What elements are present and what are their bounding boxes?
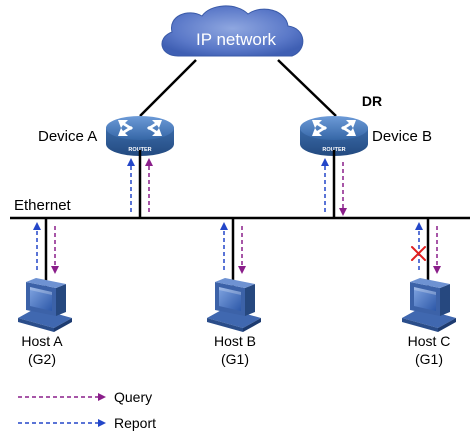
- cloud-label: IP network: [196, 30, 277, 49]
- host-c-computer: [402, 278, 456, 332]
- host-b-name: Host B: [214, 333, 256, 349]
- host-b-group: (G1): [221, 351, 249, 367]
- device-a-label: Device A: [38, 128, 97, 145]
- host-a-name: Host A: [21, 333, 63, 349]
- device-b-role-label: DR: [362, 93, 382, 109]
- x-mark-icon: [411, 246, 426, 261]
- host-a-computer: [18, 278, 72, 332]
- link-cloud-device-b: [277, 59, 337, 117]
- desktop-computer-icon: [402, 278, 456, 332]
- ip-network-cloud: IP network: [161, 5, 304, 57]
- desktop-computer-icon: [207, 278, 261, 332]
- legend-query-label: Query: [114, 389, 152, 405]
- desktop-computer-icon: [18, 278, 72, 332]
- ethernet-label: Ethernet: [14, 197, 72, 214]
- host-b-computer: [207, 278, 261, 332]
- legend: Query Report: [18, 389, 156, 431]
- host-c-name: Host C: [408, 333, 451, 349]
- host-a-group: (G2): [28, 351, 56, 367]
- device-b-label: Device B: [372, 128, 432, 145]
- host-c-group: (G1): [415, 351, 443, 367]
- legend-report-label: Report: [114, 415, 156, 431]
- link-cloud-device-a: [139, 59, 197, 117]
